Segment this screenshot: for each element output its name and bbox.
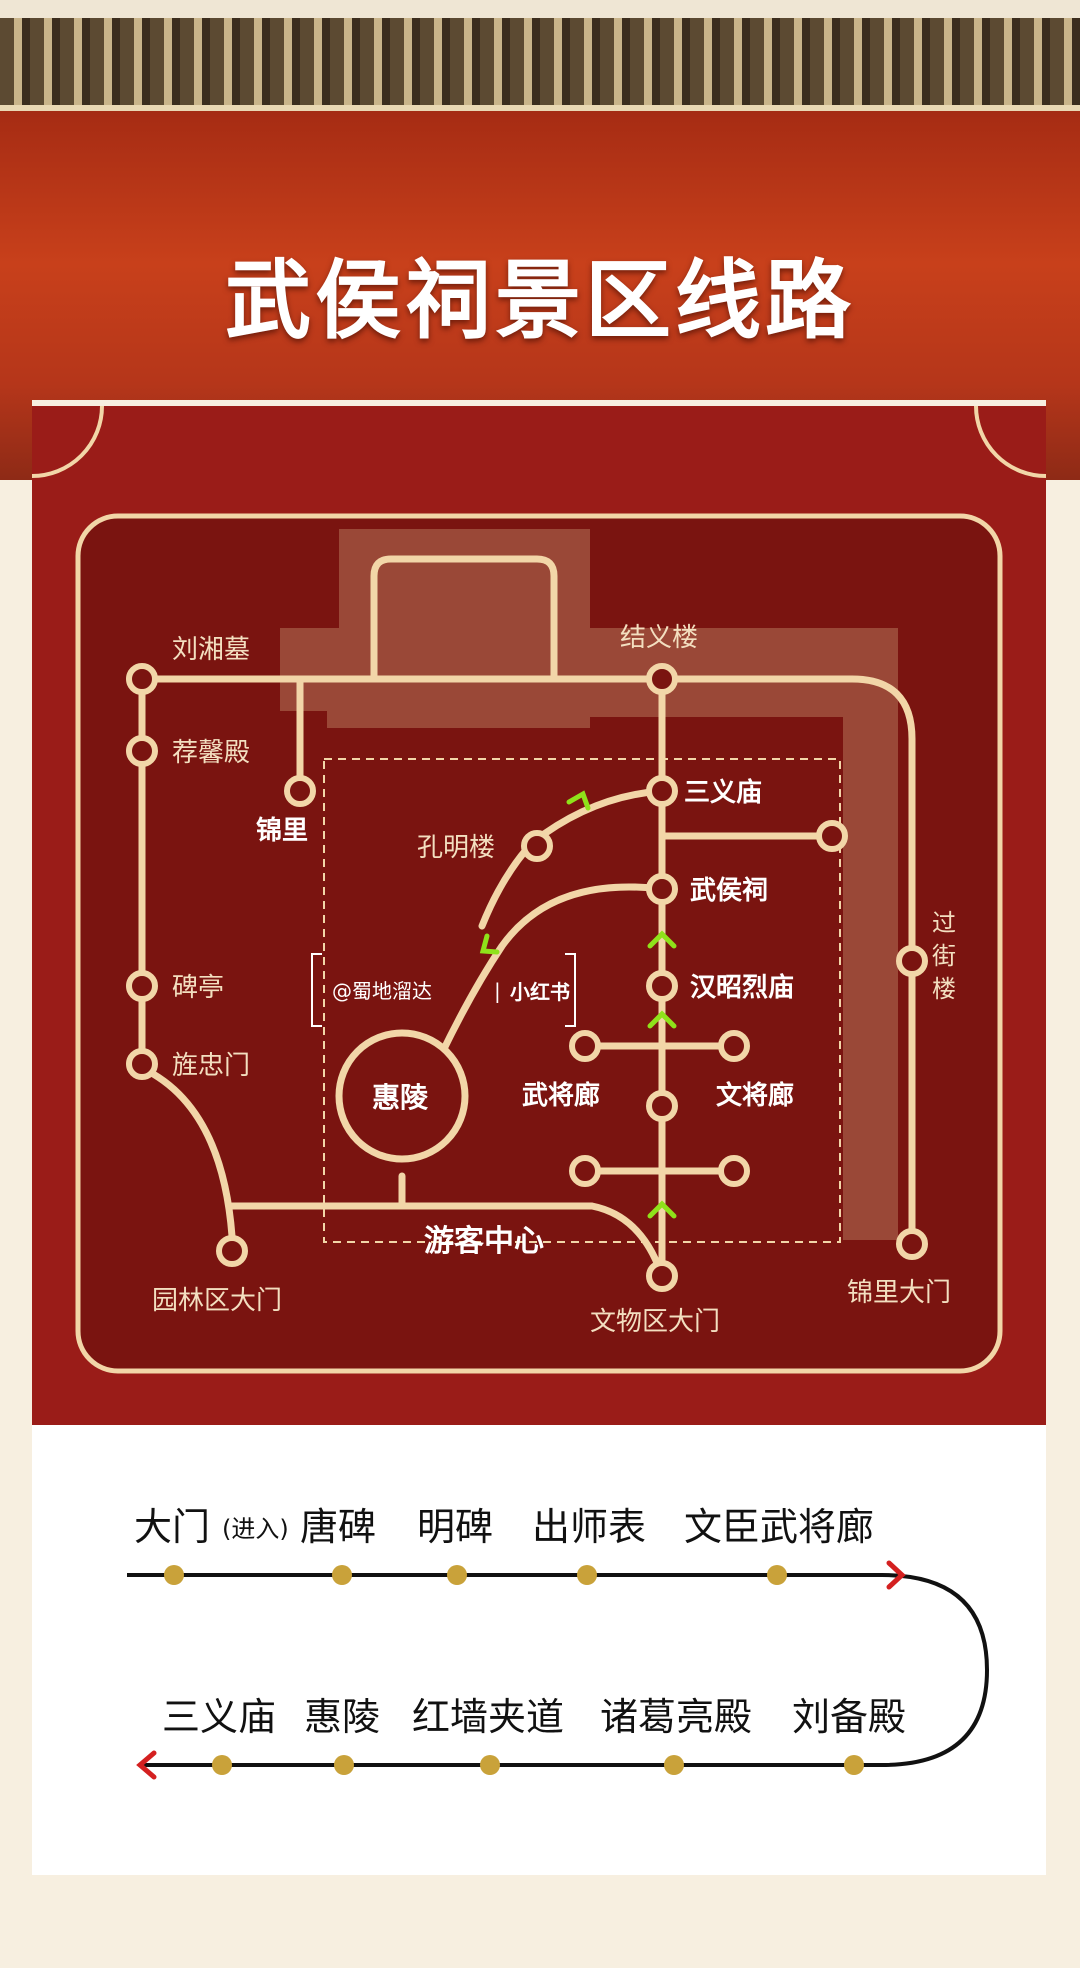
corner-ornament [32, 406, 104, 478]
route-stop-1-note: (进入) [222, 1515, 289, 1543]
dashed-area [323, 758, 841, 1243]
label-guojie-3: 楼 [932, 975, 956, 1003]
label-liuxiangmu: 刘湘墓 [172, 635, 250, 665]
station-dots [126, 663, 928, 1292]
label-youkezhongxin: 游客中心 [424, 1224, 544, 1259]
corner-ornament [974, 406, 1046, 478]
label-wenjianglang: 文将廊 [716, 1080, 794, 1111]
route-stop-4: 出师表 [532, 1505, 646, 1549]
label-jinlidamen: 锦里大门 [847, 1278, 951, 1308]
label-jiexinglou: 结义楼 [620, 623, 698, 653]
route-stop-2: 唐碑 [300, 1505, 376, 1549]
label-kongminglou: 孔明楼 [417, 833, 495, 863]
route-stop-8: 红墙夹道 [412, 1695, 564, 1739]
route-line [127, 1573, 990, 1767]
page-title: 武侯祠景区线路 [225, 250, 855, 351]
label-jianxindian: 荐馨殿 [172, 738, 250, 768]
map-svg: @蜀地溜达 | 小红书 刘湘墓 结义楼 荐馨殿 锦里 三义庙 孔明楼 武侯祠 过… [32, 406, 1046, 1374]
scenic-area-map: @蜀地溜达 | 小红书 刘湘墓 结义楼 荐馨殿 锦里 三义庙 孔明楼 武侯祠 过… [32, 400, 1046, 1431]
watermark-frame [311, 953, 576, 1027]
route-stop-6: 刘备殿 [792, 1695, 906, 1739]
label-jinli: 锦里 [256, 815, 308, 846]
watermark-brand: 小红书 [510, 980, 570, 1004]
label-wenwuqudamen: 文物区大门 [590, 1307, 720, 1337]
route-arrow-right [886, 1560, 906, 1590]
label-huiling: 惠陵 [372, 1081, 429, 1114]
map-frame [75, 513, 1003, 1374]
roof-eaves-decoration [0, 0, 1080, 111]
label-guojie-1: 过 [932, 909, 956, 937]
route-svg: 大门 (进入) 唐碑 明碑 出师表 文臣武将廊 三义庙 惠陵 红墙夹道 诸葛亮殿… [127, 1505, 990, 1780]
route-stop-5: 文臣武将廊 [684, 1505, 874, 1549]
watermark-handle: @蜀地溜达 [332, 979, 432, 1003]
highlight-zone [280, 529, 898, 1240]
visit-route: 大门 (进入) 唐碑 明碑 出师表 文臣武将廊 三义庙 惠陵 红墙夹道 诸葛亮殿… [32, 1425, 1046, 1875]
label-hanzhaoliemiao: 汉昭烈庙 [690, 972, 794, 1003]
route-stop-10: 三义庙 [162, 1695, 276, 1739]
label-wujianglang: 武将廊 [522, 1080, 600, 1111]
label-wuhouci: 武侯祠 [690, 876, 768, 906]
route-dots [164, 1565, 864, 1775]
watermark-divider: | [494, 979, 501, 1003]
label-yuanlinqudamen: 园林区大门 [152, 1286, 282, 1316]
label-jingzhongmen: 旌忠门 [172, 1051, 250, 1081]
label-guojie-2: 街 [932, 942, 956, 970]
route-stop-7: 诸葛亮殿 [600, 1695, 752, 1739]
huiling-circle [335, 1029, 469, 1163]
route-stop-1: 大门 [134, 1505, 210, 1549]
route-arrow-left [136, 1750, 157, 1780]
route-stop-3: 明碑 [417, 1505, 493, 1549]
roof-trim [0, 0, 1080, 18]
route-stop-9: 惠陵 [304, 1695, 380, 1739]
label-sanyimiao: 三义庙 [684, 777, 762, 808]
direction-arrows [479, 790, 677, 1219]
label-beiting: 碑亭 [172, 973, 224, 1003]
